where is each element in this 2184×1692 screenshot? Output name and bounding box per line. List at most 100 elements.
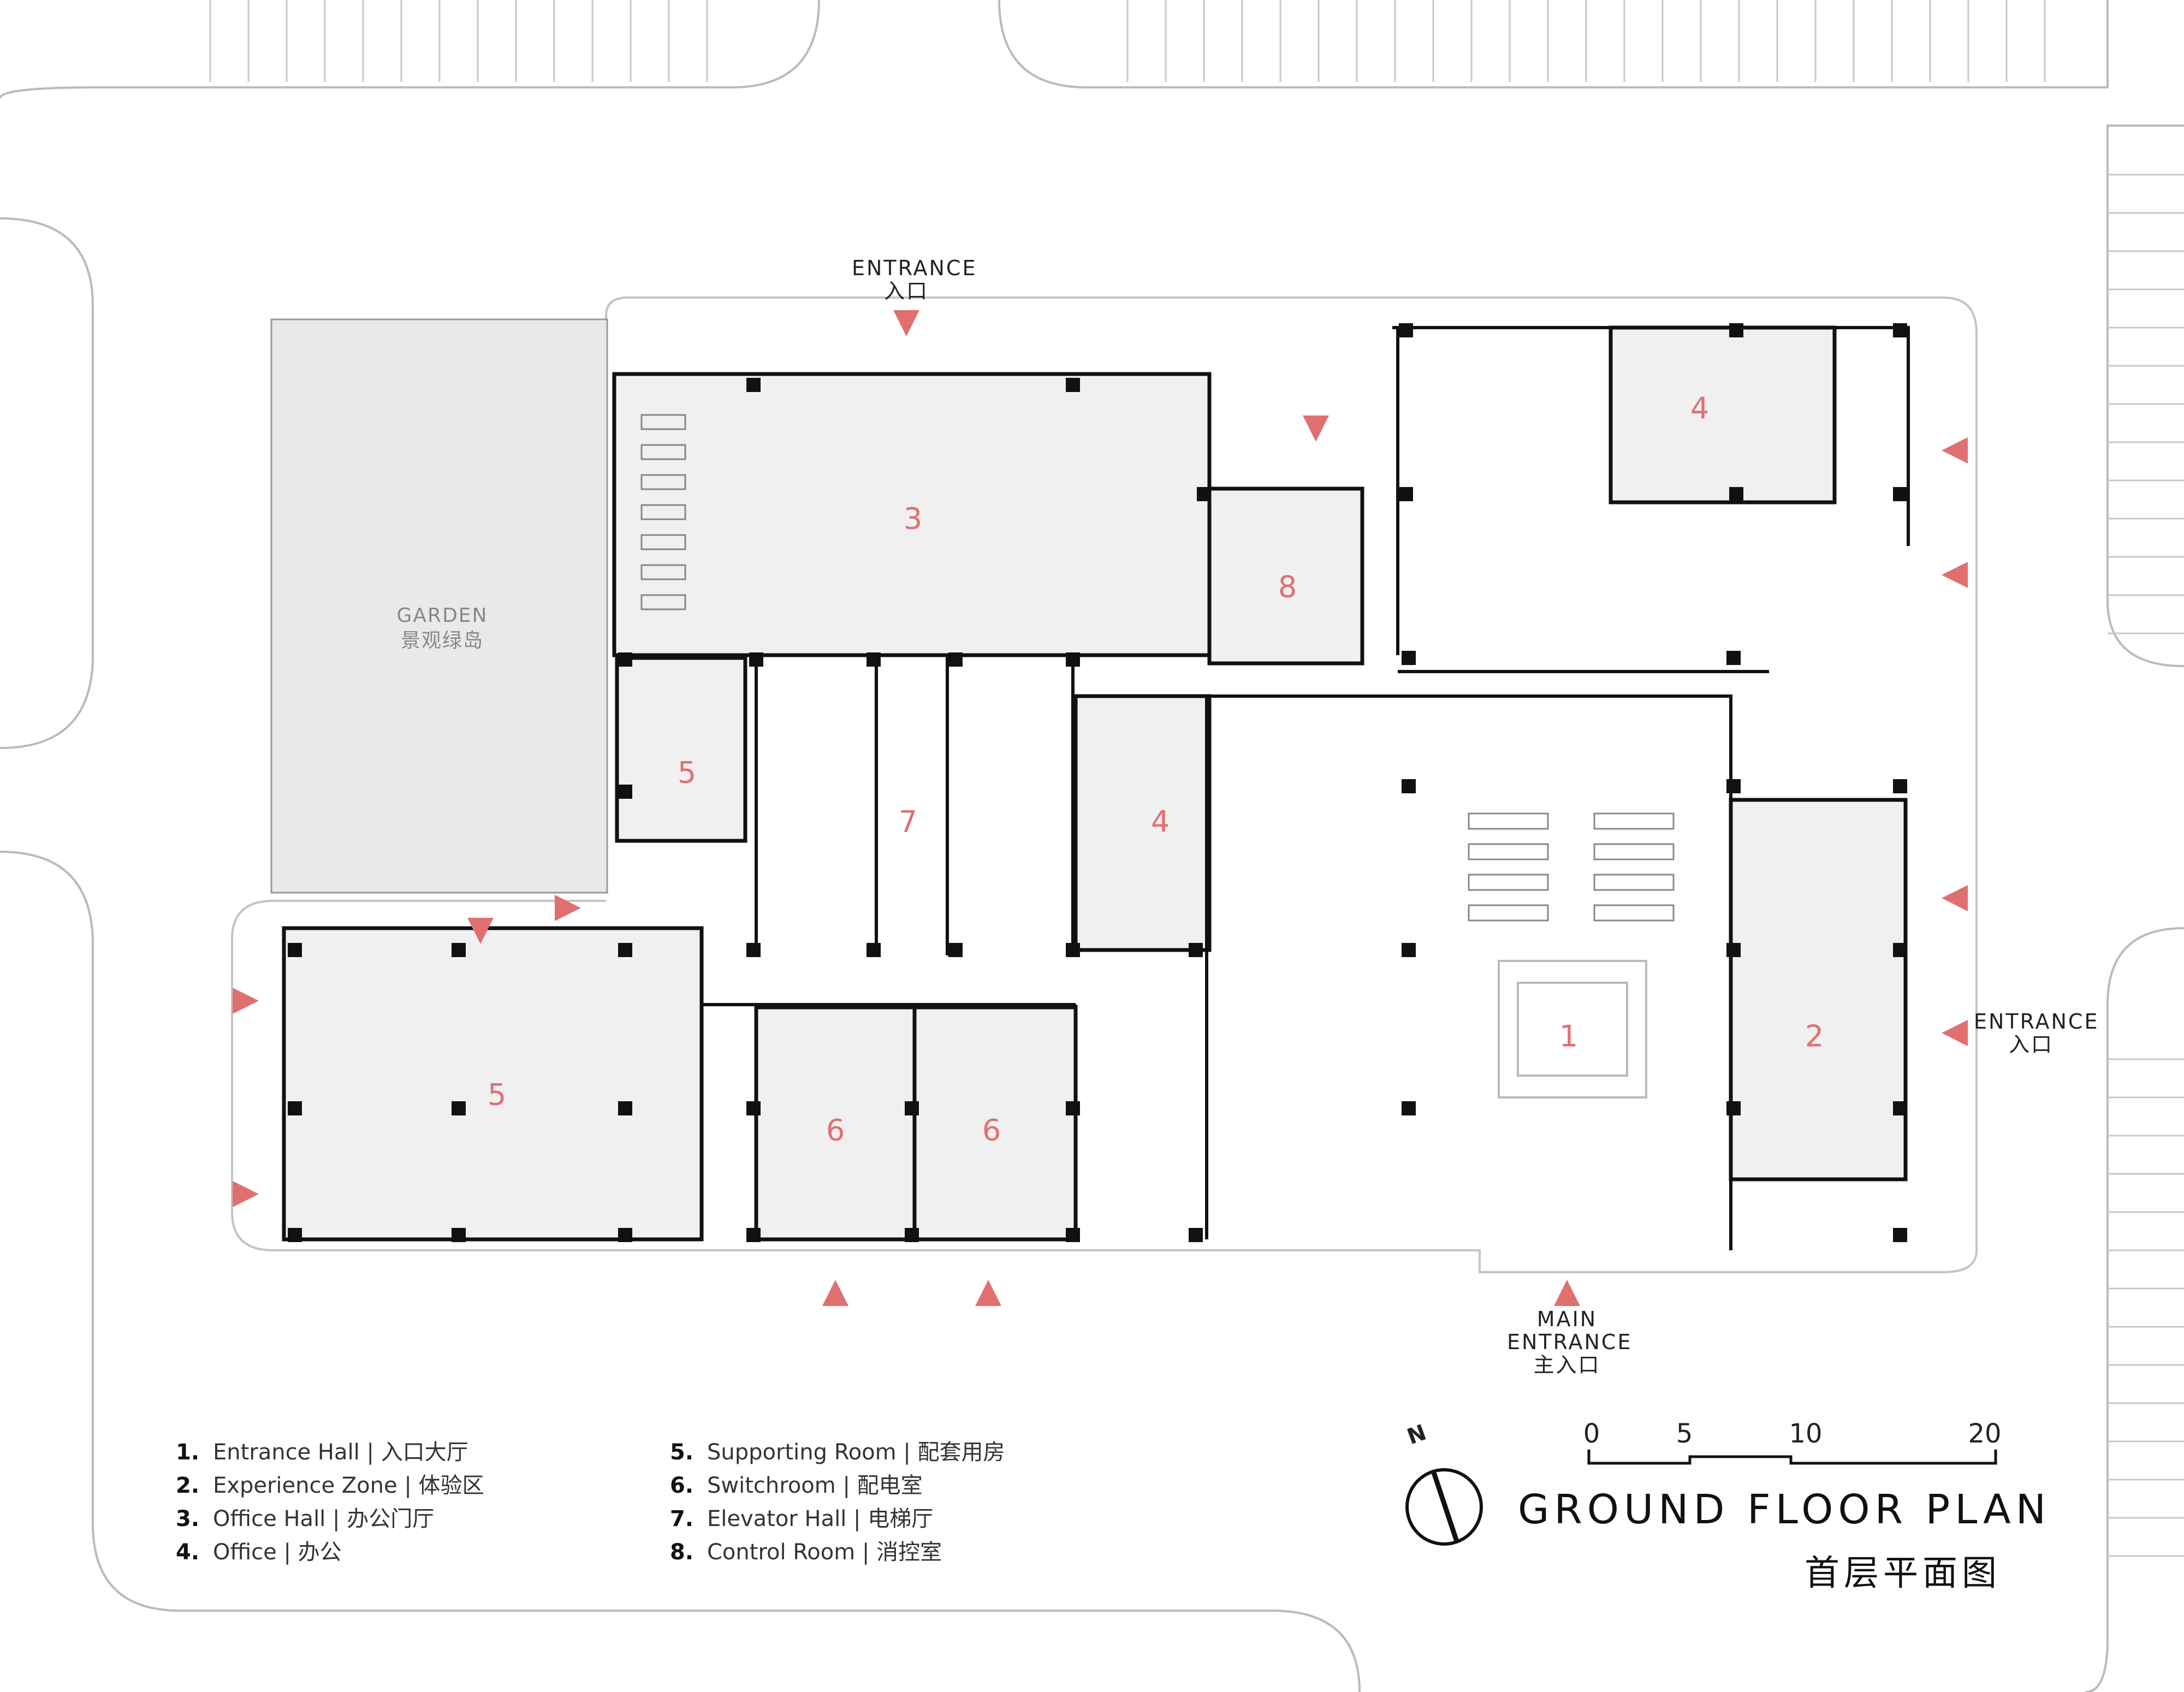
legend-item: 6. Switchroom | 配电室 xyxy=(670,1469,1005,1503)
room-number-6-right: 6 xyxy=(982,1113,1001,1148)
structural-column xyxy=(1893,1101,1907,1115)
plan-title-cn: 首层平面图 xyxy=(1805,1553,2001,1594)
legend-num: 4. xyxy=(176,1540,200,1565)
structural-column xyxy=(1399,323,1413,337)
entrance-arrow-icon xyxy=(822,1280,848,1306)
entrance-arrows xyxy=(233,310,1968,1306)
structural-column xyxy=(1399,487,1413,501)
legend-text: Supporting Room | 配套用房 xyxy=(707,1440,1005,1465)
structural-column xyxy=(1189,943,1203,957)
structural-column xyxy=(746,1228,761,1242)
legend-num: 2. xyxy=(176,1473,200,1498)
structural-column xyxy=(749,652,763,667)
structural-column xyxy=(1402,779,1416,793)
scale-label-20: 20 xyxy=(1968,1418,2002,1449)
building-envelope xyxy=(231,296,1978,1273)
garden-en: GARDEN xyxy=(396,604,488,627)
structural-column xyxy=(1066,652,1080,667)
legend-item: 5. Supporting Room | 配套用房 xyxy=(670,1436,1005,1469)
legend-text: Switchroom | 配电室 xyxy=(707,1473,923,1498)
main-entrance-en1: MAIN xyxy=(1536,1307,1598,1331)
structural-column xyxy=(948,652,963,667)
entrance-arrow-icon xyxy=(975,1280,1001,1306)
structural-column xyxy=(905,1228,919,1242)
structural-column xyxy=(1726,779,1741,793)
structural-column xyxy=(1402,943,1416,957)
structural-column xyxy=(1066,1228,1080,1242)
entrance-arrow-icon xyxy=(1942,562,1968,588)
structural-column xyxy=(905,1101,919,1115)
entrance-arrow-icon xyxy=(1303,415,1329,442)
legend-left: 1. Entrance Hall | 入口大厅 2. Experience Zone… xyxy=(176,1436,484,1569)
structural-column xyxy=(1893,323,1907,337)
structural-column xyxy=(618,1101,632,1115)
room-number-3: 3 xyxy=(903,501,923,536)
parking-stalls xyxy=(209,0,2184,1557)
seat-row xyxy=(1468,812,1549,830)
lounge-seat xyxy=(640,564,686,580)
structural-column xyxy=(746,378,761,392)
top-entrance-label: ENTRANCE 入口 xyxy=(852,257,975,303)
structural-column xyxy=(1402,1101,1416,1115)
legend-num: 5. xyxy=(670,1440,694,1465)
legend-text: Control Room | 消控室 xyxy=(707,1540,942,1565)
room-number-1: 1 xyxy=(1559,1019,1578,1054)
north-arrow-icon xyxy=(1405,1468,1483,1546)
seat-row xyxy=(1593,812,1675,830)
entrance-arrow-icon xyxy=(233,988,259,1014)
structural-column xyxy=(1729,487,1743,501)
structural-column xyxy=(288,1228,302,1242)
scale-label-0: 0 xyxy=(1583,1418,1600,1449)
interior-walls xyxy=(700,326,1910,1250)
top-entrance-cn: 入口 xyxy=(883,279,929,303)
lounge-seat xyxy=(640,534,686,550)
main-entrance-en2: ENTRANCE xyxy=(1507,1330,1633,1354)
structural-column xyxy=(1197,487,1211,501)
hall-platform xyxy=(1498,960,1647,1099)
legend-num: 1. xyxy=(176,1440,200,1465)
room-number-2: 2 xyxy=(1805,1019,1824,1054)
legend-text: Experience Zone | 体验区 xyxy=(213,1473,484,1498)
seat-row xyxy=(1593,904,1675,922)
lounge-seat xyxy=(640,444,686,460)
structural-column xyxy=(1066,943,1080,957)
scale-label-5: 5 xyxy=(1676,1418,1693,1449)
legend-text: Entrance Hall | 入口大厅 xyxy=(213,1440,468,1465)
structural-column xyxy=(867,652,881,667)
seat-row xyxy=(1593,843,1675,860)
seat-row xyxy=(1468,904,1549,922)
structural-column xyxy=(1893,487,1907,501)
legend-text: Office Hall | 办公门厅 xyxy=(213,1506,435,1531)
structural-columns xyxy=(288,323,1907,1242)
lounge-seat xyxy=(640,504,686,520)
entrance-arrow-icon xyxy=(555,895,581,921)
structural-column xyxy=(1726,651,1741,665)
structural-column xyxy=(1893,779,1907,793)
legend-item: 4. Office | 办公 xyxy=(176,1536,484,1569)
room-number-4-mid: 4 xyxy=(1150,804,1170,839)
lounge-seat xyxy=(640,474,686,490)
room-number-8: 8 xyxy=(1278,569,1297,604)
room-number-4-top: 4 xyxy=(1690,391,1710,426)
structural-column xyxy=(1402,651,1416,665)
room-number-6-left: 6 xyxy=(826,1113,845,1148)
seat-row xyxy=(1468,843,1549,860)
legend-item: 2. Experience Zone | 体验区 xyxy=(176,1469,484,1503)
legend-num: 6. xyxy=(670,1473,694,1498)
rooms xyxy=(282,325,1908,1242)
structural-column xyxy=(1729,323,1743,337)
lounge-seat xyxy=(640,414,686,430)
lounge-seat xyxy=(640,594,686,610)
structural-column xyxy=(618,652,632,667)
structural-column xyxy=(288,1101,302,1115)
legend-text: Office | 办公 xyxy=(213,1540,342,1565)
entrance-arrow-icon xyxy=(233,1181,259,1207)
structural-column xyxy=(948,943,963,957)
structural-column xyxy=(288,943,302,957)
garden-label: GARDEN 景观绿岛 xyxy=(382,603,502,654)
legend-right: 5. Supporting Room | 配套用房 6. Switchroom | … xyxy=(670,1436,1005,1569)
right-entrance-cn: 入口 xyxy=(2008,1032,2054,1056)
room-number-7: 7 xyxy=(898,804,918,839)
